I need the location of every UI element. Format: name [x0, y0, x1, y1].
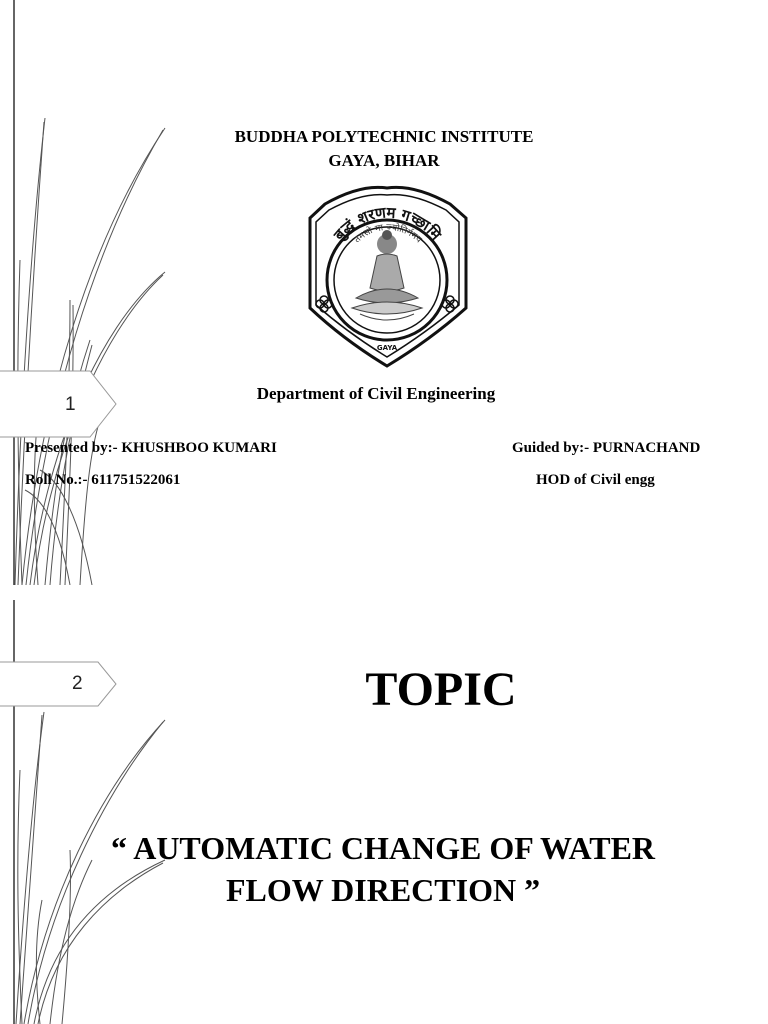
slide-number: 2: [72, 673, 83, 694]
department-name: Department of Civil Engineering: [256, 384, 496, 403]
slide-number-tab: 1: [0, 370, 118, 438]
topic-title-line1: “ AUTOMATIC CHANGE OF WATER: [110, 830, 656, 866]
slide-gap: [0, 585, 768, 600]
institute-logo: बुद्धं शरणम गच्छामि तमसो मा ज्योतिर्गमय: [300, 180, 475, 372]
roll-number: Roll No.:- 611751522061: [25, 472, 181, 488]
logo-emblem-text: GAYA: [377, 344, 398, 352]
guide-title: HOD of Civil engg: [536, 472, 655, 488]
slide-1: 1 BUDDHA POLYTECHNIC INSTITUTE GAYA, BIH…: [0, 0, 701, 585]
grass-decoration: [13, 0, 166, 585]
grass-decoration: [13, 600, 166, 1024]
slide-number-tab: 2: [0, 661, 118, 707]
buddha-icon: [350, 230, 424, 321]
institute-name: BUDDHA POLYTECHNIC INSTITUTE: [234, 127, 534, 146]
topic-title-line2: FLOW DIRECTION ”: [225, 872, 541, 908]
slide-number: 1: [65, 394, 76, 415]
topic-heading: TOPIC: [365, 663, 517, 716]
guided-by: Guided by:- PURNACHAND: [512, 440, 701, 456]
institute-location: GAYA, BIHAR: [328, 151, 440, 170]
presented-by: Presented by:- KHUSHBOO KUMARI: [25, 440, 277, 456]
slide-2: 2 TOPIC “ AUTOMATIC CHANGE OF WATER FLOW…: [0, 600, 768, 1024]
